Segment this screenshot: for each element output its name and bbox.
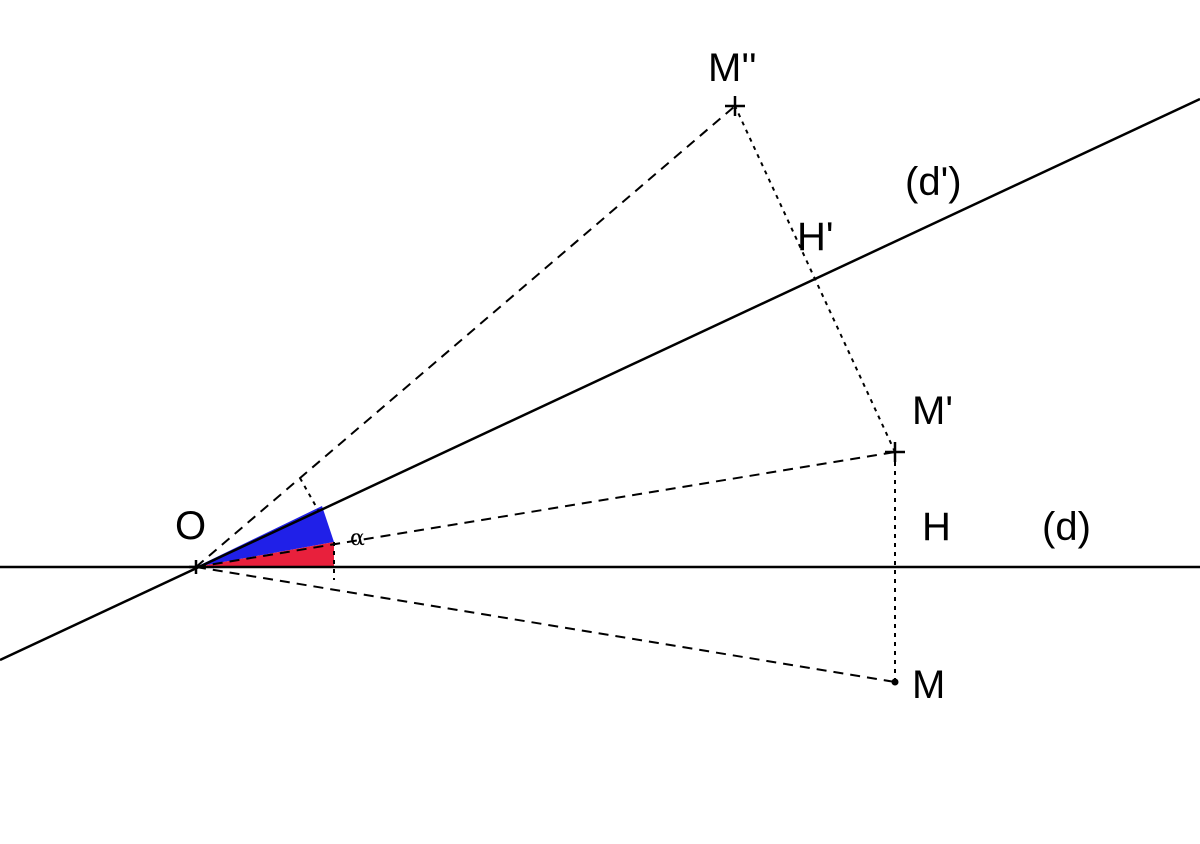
point-M-prime-marker xyxy=(885,442,905,462)
label-H: H xyxy=(922,505,951,549)
line-d-prime xyxy=(0,97,1200,662)
label-alpha: α xyxy=(350,526,365,551)
segment-O-M-double xyxy=(195,105,736,568)
label-M-double: M'' xyxy=(708,46,757,90)
label-M-prime: M' xyxy=(912,389,953,433)
label-d-prime: (d') xyxy=(905,160,962,204)
point-O-marker xyxy=(189,560,203,574)
label-d: (d) xyxy=(1042,505,1091,549)
point-M-double-marker xyxy=(725,96,745,116)
label-M: M xyxy=(912,663,945,707)
label-O: O xyxy=(175,504,206,548)
label-H-prime: H' xyxy=(797,215,834,259)
segment-M-prime-M-double xyxy=(734,105,896,453)
segment-O-M xyxy=(195,566,896,683)
angle-tick-upper xyxy=(299,477,319,511)
point-M-marker xyxy=(891,678,899,686)
segment-O-M-prime xyxy=(195,451,896,568)
